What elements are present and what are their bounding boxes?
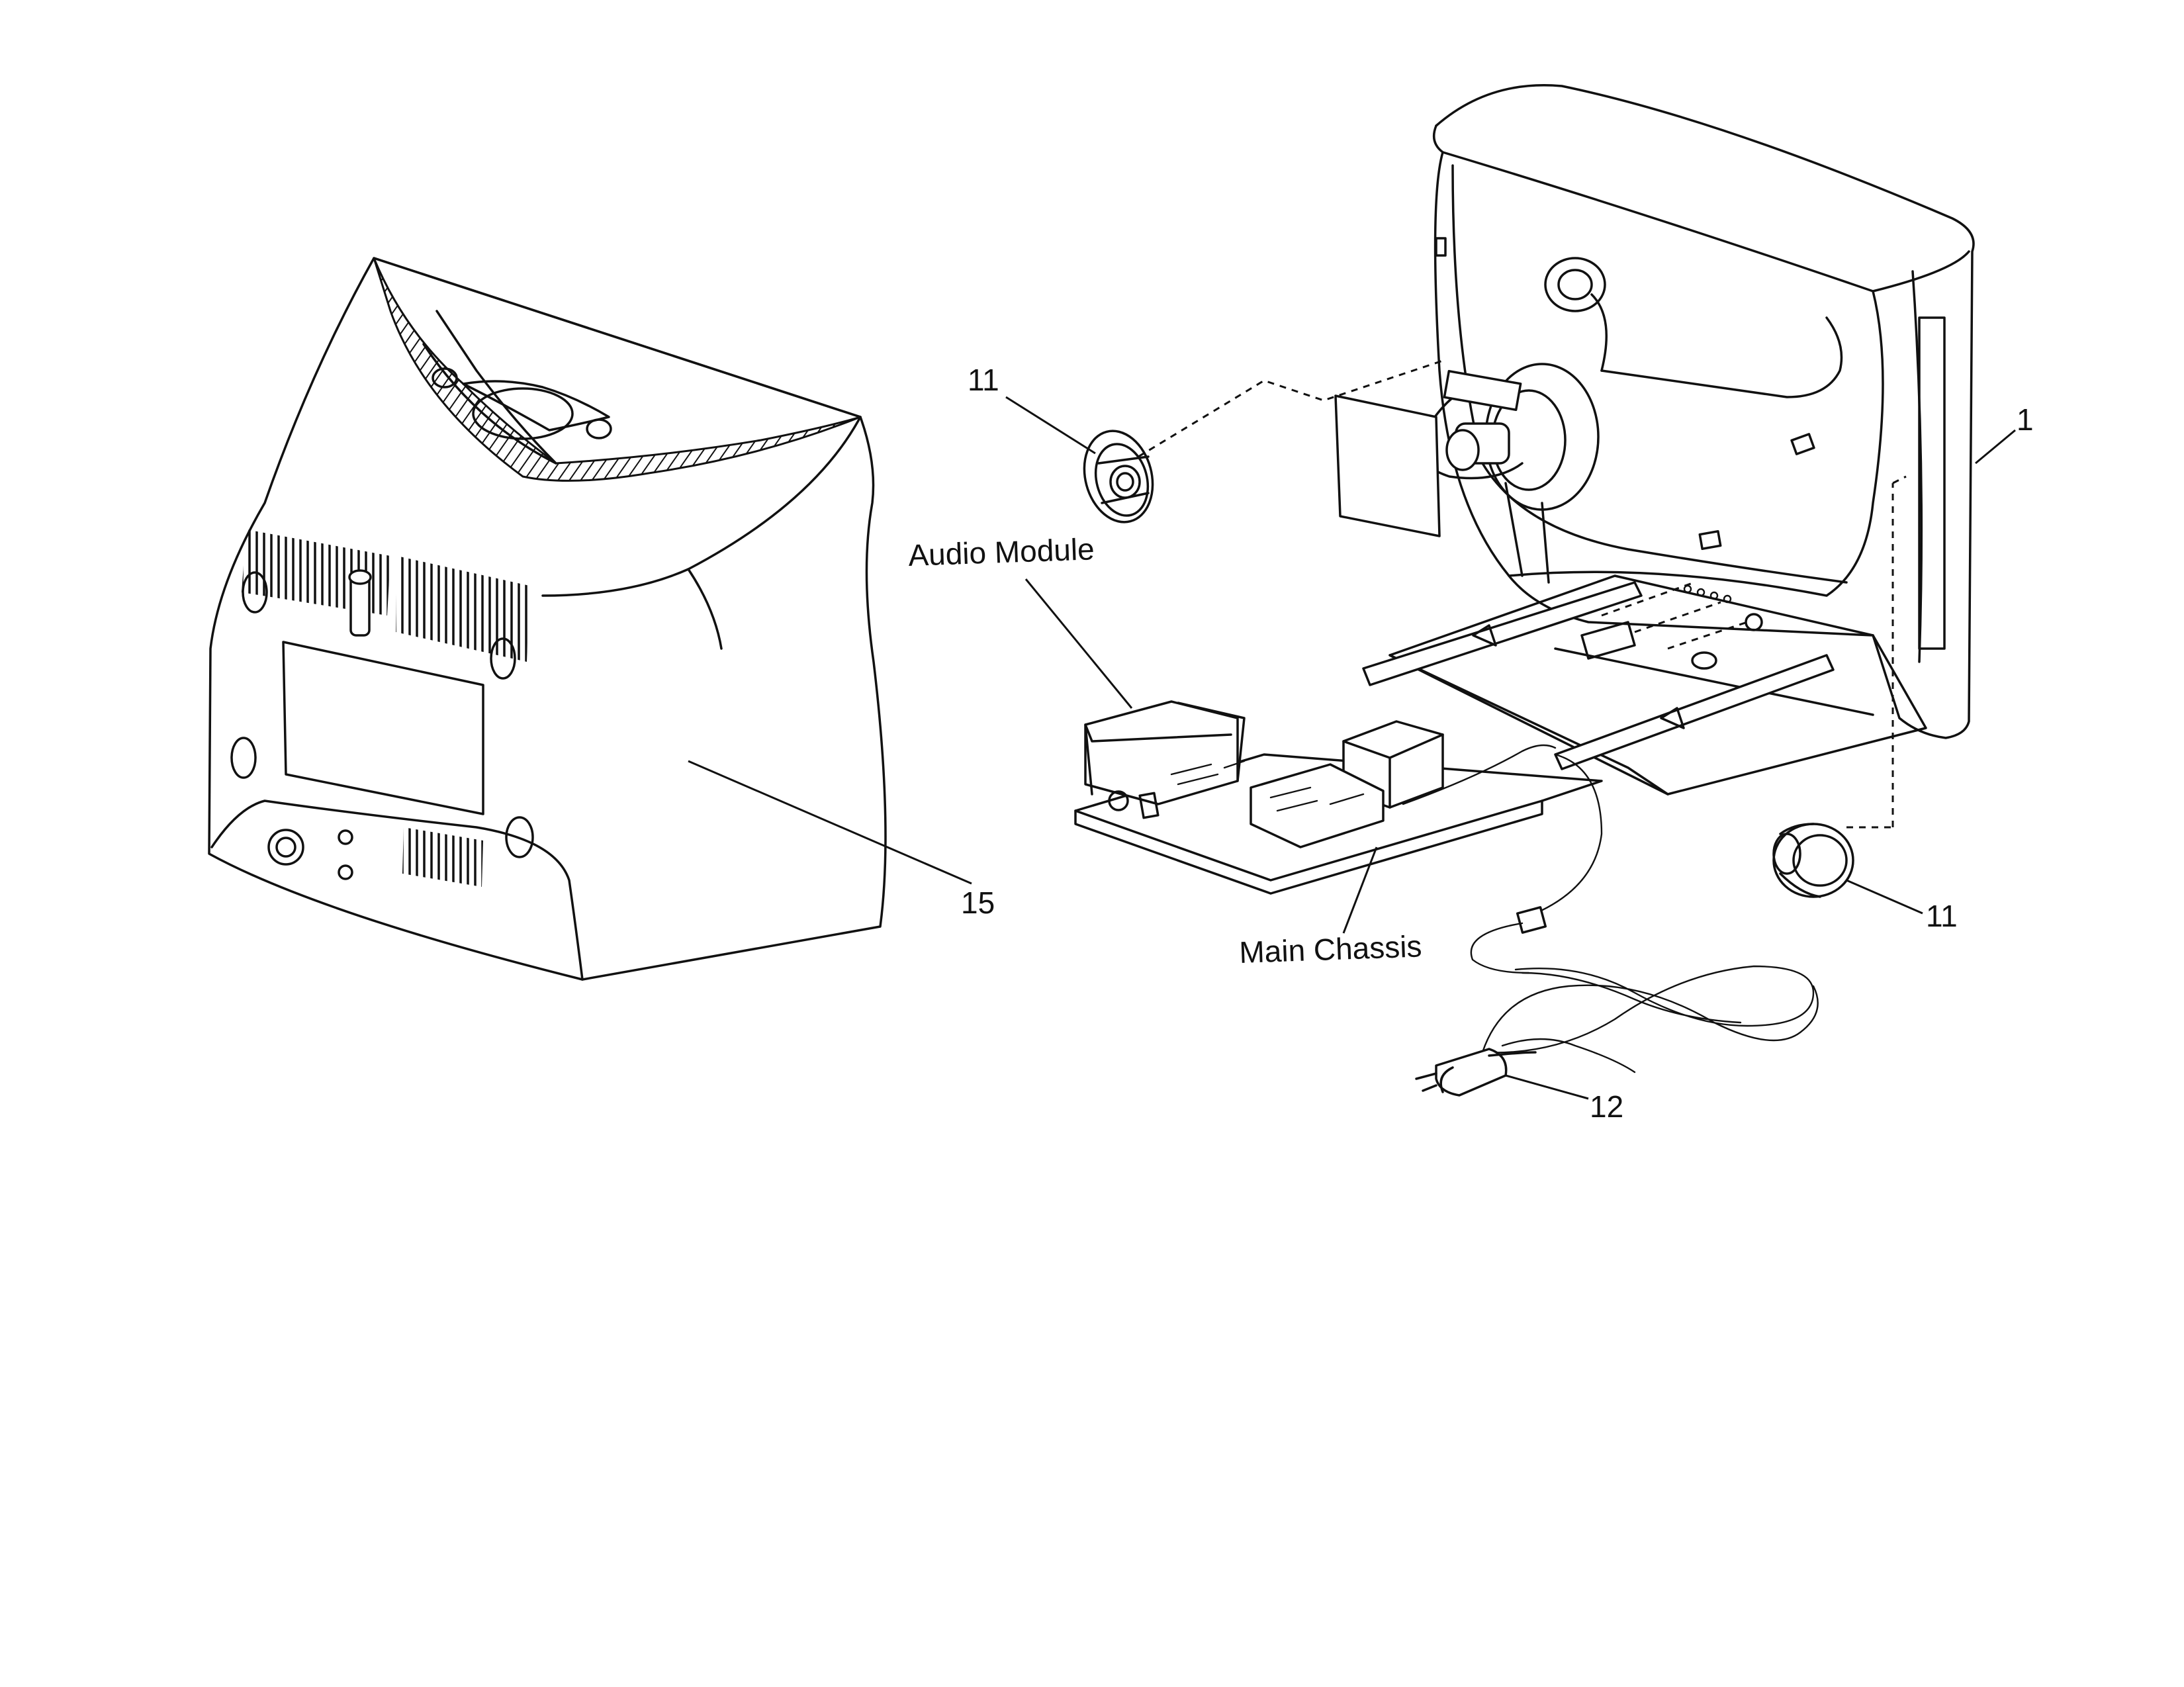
label-part-11-right: 11 [1926, 899, 1958, 933]
speaker-right [1772, 475, 1923, 915]
label-part-15: 15 [961, 886, 995, 920]
back-cabinet [208, 257, 972, 981]
speaker-left [1005, 359, 1443, 524]
crt-assembly [1334, 84, 2016, 796]
label-part-11-left: 11 [968, 363, 999, 397]
label-part-12: 12 [1590, 1089, 1623, 1124]
audio-module [1024, 578, 1246, 819]
label-audio-module: Audio Module [908, 531, 1095, 572]
label-part-1: 1 [2017, 402, 2034, 437]
main-chassis-leader [1342, 846, 1378, 934]
power-cord [1415, 922, 1819, 1100]
label-main-chassis: Main Chassis [1239, 929, 1423, 970]
